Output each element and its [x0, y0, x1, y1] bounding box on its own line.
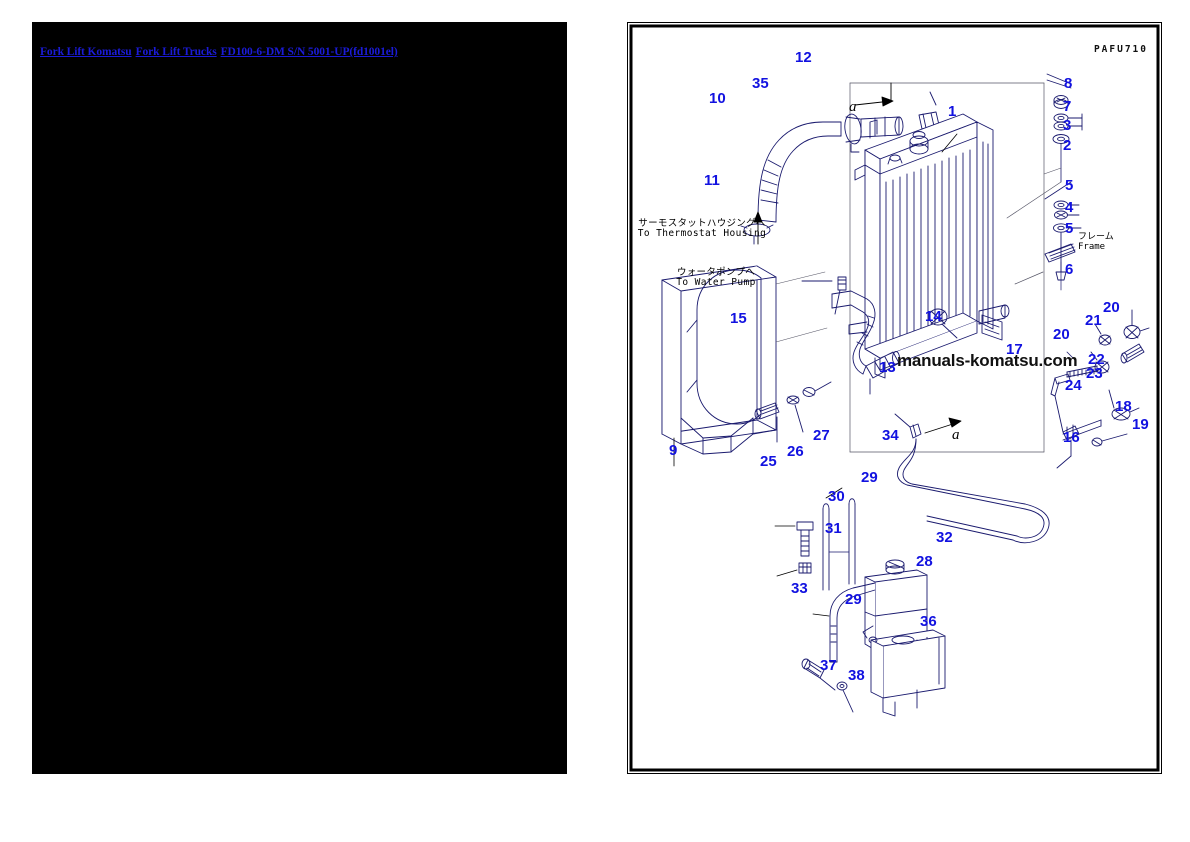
part-21-nut — [1094, 323, 1112, 346]
part-callout-24: 24 — [1065, 377, 1082, 394]
section-arrow-bottom — [924, 417, 962, 434]
content-placeholder-panel: Fork Lift Komatsu Fork Lift Trucks FD100… — [32, 22, 567, 774]
assembly-leader-lines — [775, 167, 1062, 343]
part-stack-upper-right — [1006, 73, 1083, 219]
section-plane — [849, 82, 1045, 453]
part-callout-9: 9 — [669, 442, 678, 459]
part-lower-hose-13 — [831, 290, 900, 395]
part-clamp-11 — [740, 223, 774, 245]
part-4-washer — [1053, 200, 1080, 220]
part-callout-25: 25 — [760, 453, 777, 470]
part-callout-28: 28 — [916, 553, 933, 570]
part-18-clamp — [1108, 389, 1140, 421]
part-callout-23: 23 — [1086, 365, 1103, 382]
part-callout-8: 8 — [1064, 75, 1073, 92]
part-callout-2: 2 — [1063, 137, 1072, 154]
part-22-bolt — [1120, 343, 1145, 364]
part-23-nut — [1090, 351, 1110, 374]
part-callout-21: 21 — [1085, 312, 1102, 329]
part-callout-5: 5 — [1065, 177, 1074, 194]
part-19-bolt — [1091, 433, 1128, 447]
part-radiator-1 — [848, 113, 1010, 379]
part-callout-27: 27 — [813, 427, 830, 444]
part-33-hose — [812, 582, 876, 663]
breadcrumb-link-fork-lift-komatsu[interactable]: Fork Lift Komatsu — [40, 46, 132, 58]
part-callout-14: 14 — [925, 308, 942, 325]
note-frame: フレーム Frame — [1078, 232, 1114, 252]
watermark: manuals-komatsu.com — [897, 351, 1078, 370]
part-27-nut — [802, 381, 832, 397]
part-callout-29: 29 — [845, 591, 862, 608]
part-36-cover — [870, 629, 946, 717]
part-callout-31: 31 — [825, 520, 842, 537]
part-callout-7: 7 — [1063, 98, 1072, 115]
part-callout-38: 38 — [848, 667, 865, 684]
diagram-drawing: PAFU710 manuals-komatsu.com — [627, 22, 1162, 774]
part-callout-26: 26 — [787, 443, 804, 460]
part-callout-36: 36 — [920, 613, 937, 630]
part-callout-5: 5 — [1065, 220, 1074, 237]
part-20-bolt — [1123, 309, 1150, 339]
part-upper-hose-10 — [757, 121, 842, 223]
part-callout-30: 30 — [828, 488, 845, 505]
part-28-reserve-tank — [862, 559, 928, 671]
part-stack-lower-right — [1014, 181, 1082, 291]
part-3-washer — [1053, 113, 1083, 131]
part-30-bolt — [774, 521, 814, 557]
part-linkage-cluster — [1050, 309, 1150, 469]
part-25-bolt — [754, 402, 780, 443]
part-callout-15: 15 — [730, 310, 747, 327]
part-callout-10: 10 — [709, 90, 726, 107]
part-callout-1: 1 — [948, 103, 957, 120]
parts-diagram-panel: PAFU710 manuals-komatsu.com サーモスタットハウジング… — [627, 22, 1162, 774]
part-callout-20: 20 — [1103, 299, 1120, 316]
breadcrumb: Fork Lift Komatsu Fork Lift Trucks FD100… — [40, 46, 398, 58]
breadcrumb-link-fork-lift-trucks[interactable]: Fork Lift Trucks — [135, 46, 217, 58]
part-7-nut — [1053, 95, 1069, 109]
part-31-nut — [776, 562, 812, 577]
part-37-bolt — [801, 658, 836, 691]
leader-1 — [941, 133, 958, 153]
part-fan-shroud-9 — [661, 265, 777, 467]
part-callout-6: 6 — [1065, 261, 1074, 278]
part-callout-19: 19 — [1132, 416, 1149, 433]
part-callout-34: 34 — [882, 427, 899, 444]
arrow-thermostat — [753, 211, 763, 245]
part-5-washer-lower — [1053, 223, 1082, 233]
part-callout-12: 12 — [795, 49, 812, 66]
part-callout-17: 17 — [1006, 341, 1023, 358]
note-thermostat-housing: サーモスタットハウジングへ To Thermostat Housing — [637, 218, 767, 239]
part-17-link — [1062, 419, 1102, 441]
sheet-code: PAFU710 — [1093, 44, 1148, 55]
section-mark-a-bottom: a — [952, 427, 960, 443]
section-arrow-top — [854, 82, 894, 107]
part-callout-33: 33 — [791, 580, 808, 597]
part-callout-22: 22 — [1088, 351, 1105, 368]
part-callout-3: 3 — [1063, 117, 1072, 134]
part-callout-20: 20 — [1053, 326, 1070, 343]
part-callout-37: 37 — [820, 657, 837, 674]
part-callout-13: 13 — [879, 359, 896, 376]
part-32-tube — [896, 438, 1050, 544]
part-29-bracket-rods — [822, 487, 856, 591]
part-26-washer — [786, 395, 804, 433]
part-clamp-14 — [928, 308, 958, 339]
part-callout-11: 11 — [704, 172, 720, 189]
part-callout-4: 4 — [1065, 199, 1074, 216]
breadcrumb-link-model[interactable]: FD100-6-DM S/N 5001-UP(fd1001el) — [220, 46, 398, 58]
part-callout-29: 29 — [861, 469, 878, 486]
part-callout-18: 18 — [1115, 398, 1132, 415]
note-water-pump: ウォータポンプへ To Water Pump — [676, 267, 756, 288]
part-callout-35: 35 — [752, 75, 769, 92]
part-38-washer — [836, 681, 854, 713]
section-mark-a-top: a — [849, 99, 857, 115]
part-pipe-upper — [860, 116, 904, 138]
part-15-plug — [801, 276, 847, 315]
part-2-washer — [1052, 134, 1070, 144]
part-callout-32: 32 — [936, 529, 953, 546]
part-callout-16: 16 — [1063, 429, 1080, 446]
part-34-clip — [894, 413, 922, 439]
